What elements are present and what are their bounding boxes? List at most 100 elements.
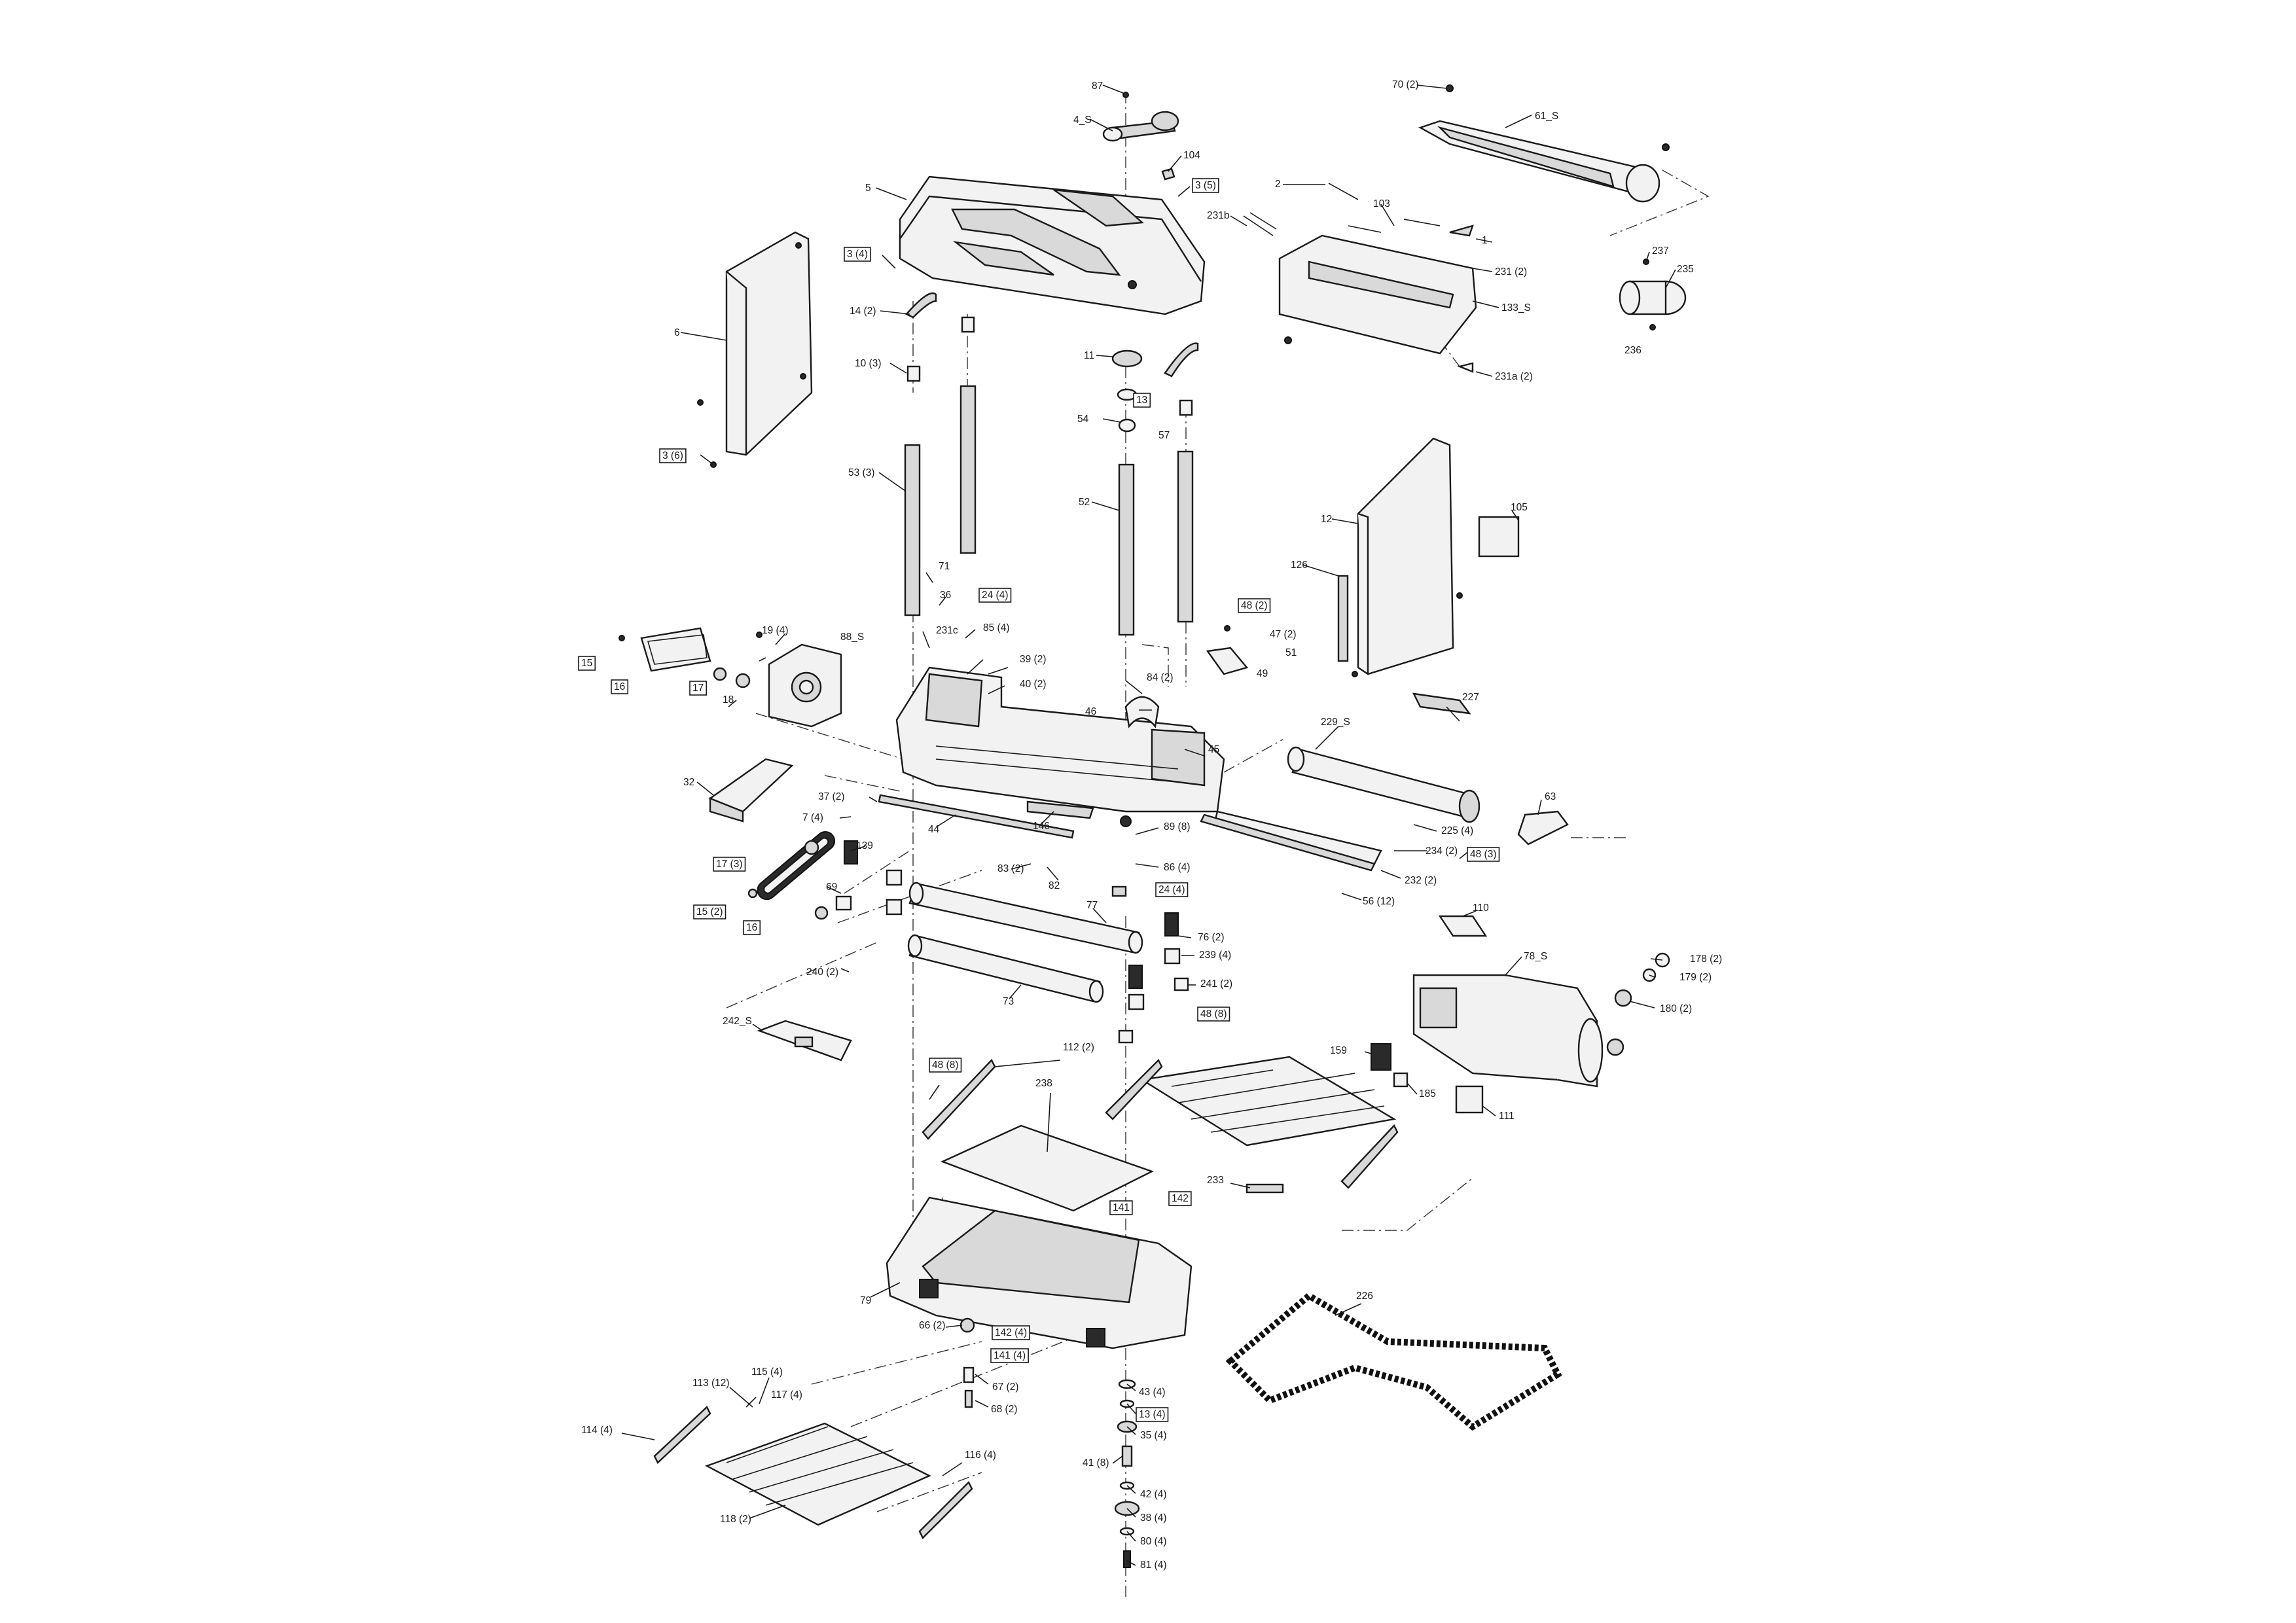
label-236: 236 [1624,345,1641,356]
part-number-text: 232 (2) [1405,875,1437,886]
label-126: 126 [1291,560,1308,571]
springs-blocks [835,840,1189,1044]
side-cover-left [697,231,813,468]
label-67: 67 (2) [992,1382,1019,1393]
label-227: 227 [1462,692,1479,703]
label-frame [929,1058,962,1073]
label-frame [992,1325,1030,1340]
label-43: 43 (4) [1139,1387,1166,1398]
label-82: 82 [1049,880,1060,891]
carry-handles [905,292,1199,378]
part-number-text: 48 (8) [1200,1008,1227,1020]
label-87: 87 [1092,80,1103,92]
part-number-text: 110 [1473,902,1489,914]
part-number-text: 52 [1079,497,1090,508]
part-number-text: 142 (4) [995,1327,1027,1338]
part-number-text: 51 [1285,647,1297,658]
label-51: 51 [1285,647,1297,658]
label-105: 105 [1511,502,1528,513]
label-79: 79 [860,1295,871,1306]
part-number-text: 103 [1373,198,1390,209]
label-68: 68 (2) [991,1404,1018,1415]
label-85: 85 (4) [983,622,1010,633]
part-number-text: 105 [1511,502,1528,513]
part-number-text: 14 (2) [850,306,876,317]
label-42: 42 (4) [1140,1489,1167,1500]
part-number-text: 54 [1077,414,1089,425]
label-17-3: 17 (3) [713,857,746,872]
label-86: 86 (4) [1164,862,1191,873]
part-number-text: 39 (2) [1020,654,1047,665]
label-226: 226 [1356,1291,1373,1302]
label-frame [659,448,687,463]
part-number-text: 32 [683,777,694,788]
part-number-text: 24 (4) [982,590,1009,601]
label-frame [1155,882,1189,897]
label-89: 89 (8) [1164,821,1191,832]
top-cover [899,175,1206,315]
label-1: 1 [1482,235,1488,246]
label-44: 44 [928,824,940,835]
part-number-text: 180 (2) [1660,1003,1692,1014]
feed-rollers [907,882,1143,1003]
label-52: 52 [1079,497,1090,508]
label-116: 116 (4) [965,1450,996,1461]
label-238: 238 [1035,1078,1052,1089]
part-number-text: 146 [1033,821,1050,832]
label-3-6: 3 (6) [659,448,687,463]
part-number-text: 231a (2) [1495,371,1533,382]
label-36: 36 [940,590,951,601]
bracket [1206,625,1249,675]
label-frame [1197,1007,1230,1022]
label-24-4b: 24 (4) [1155,882,1189,897]
part-number-text: 118 (2) [720,1514,751,1525]
part-number-text: 13 [1136,395,1147,406]
gearbox-cover [619,627,842,728]
part-number-text: 71 [939,561,950,572]
part-number-text: 77 [1086,900,1098,911]
label-57: 57 [1158,430,1170,441]
infeed-table [653,1406,973,1540]
label-24-4a: 24 (4) [978,588,1012,603]
label-231-2: 231 (2) [1495,266,1527,277]
part-number-text: 78_S [1524,951,1547,962]
outfeed-table [1105,1056,1399,1194]
label-48-3: 48 (3) [1467,847,1500,862]
label-frame [743,920,761,935]
label-15-2: 15 (2) [693,904,726,919]
label-241: 241 (2) [1200,978,1232,990]
part-number-text: 141 [1113,1202,1130,1213]
label-83: 83 (2) [997,863,1024,874]
label-16b: 16 [743,920,761,935]
label-69: 69 [826,882,837,893]
label-117: 117 (4) [771,1389,802,1400]
part-number-text: 87 [1092,80,1103,92]
label-231b: 231b [1207,210,1229,221]
part-number-text: 63 [1545,791,1556,802]
part-number-text: 139 [856,840,873,851]
part-number-text: 237 [1652,245,1669,257]
part-number-text: 116 (4) [965,1450,996,1461]
part-number-text: 44 [928,824,940,835]
label-frame [611,679,629,694]
part-number-text: 15 [581,658,592,669]
part-number-text: 231b [1207,210,1229,221]
label-225: 225 (4) [1441,825,1473,836]
part-number-text: 179 (2) [1679,972,1712,983]
leveling-feet [963,1366,1140,1568]
part-number-text: 16 [614,681,625,692]
label-15: 15 [578,656,596,671]
label-71: 71 [939,561,950,572]
part-number-text: 70 (2) [1392,79,1419,90]
part-number-text: 36 [940,590,951,601]
label-frame [713,857,746,872]
label-frame [978,588,1012,603]
part-number-text: 66 (2) [919,1320,946,1331]
label-233: 233 [1207,1175,1224,1186]
part-number-text: 16 [746,922,757,933]
label-179: 179 (2) [1679,972,1712,983]
label-frame [578,656,596,671]
part-number-text: 67 (2) [992,1382,1019,1393]
part-number-text: 3 (6) [662,450,683,461]
